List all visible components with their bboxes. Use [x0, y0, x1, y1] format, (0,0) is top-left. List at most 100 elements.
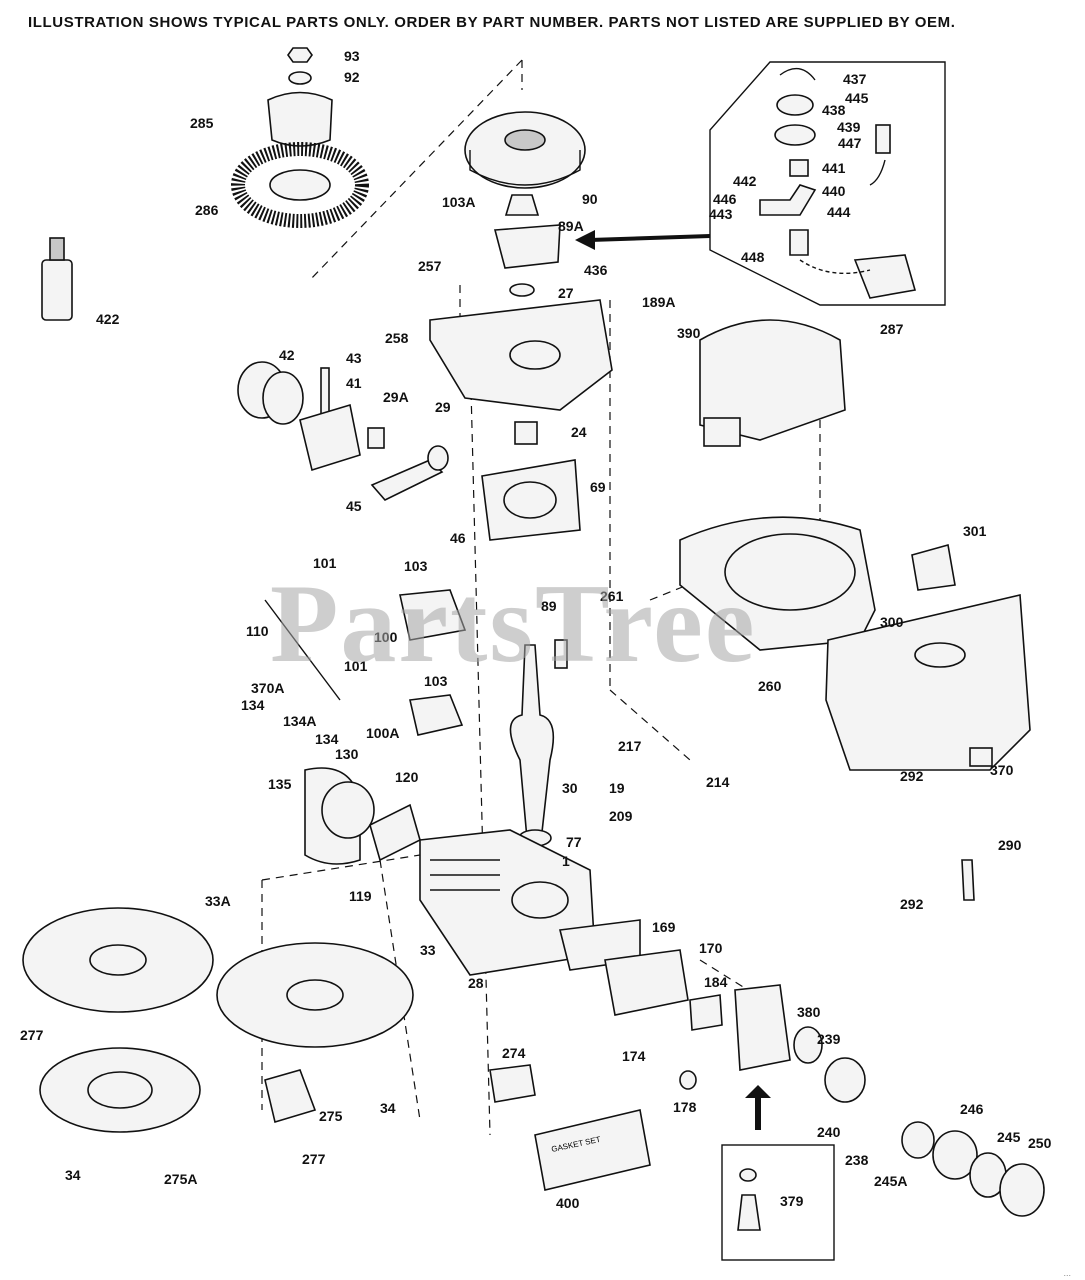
callout-label: 370 — [990, 762, 1014, 778]
callout-label: 42 — [279, 347, 295, 363]
callout-label: 24 — [571, 424, 587, 440]
callout-label: 33 — [420, 942, 436, 958]
callout-label: 19 — [609, 780, 625, 796]
callout-label: 41 — [346, 375, 362, 391]
callout-label: 134 — [241, 697, 265, 713]
callout-label: 436 — [584, 262, 608, 278]
callout-label: 380 — [797, 1004, 821, 1020]
callout-label: 370A — [251, 680, 284, 696]
callout-label: 285 — [190, 115, 214, 131]
callout-label: 274 — [502, 1045, 526, 1061]
inset-pointer-arrow — [575, 230, 711, 250]
callout-label: 290 — [998, 837, 1022, 853]
callout-label: 110 — [246, 623, 269, 639]
callout-label: 93 — [344, 48, 360, 64]
callout-label: 275 — [319, 1108, 343, 1124]
callout-label: 390 — [677, 325, 701, 341]
callout-label: 90 — [582, 191, 598, 207]
callout-label: 209 — [609, 808, 633, 824]
callout-label: 286 — [195, 202, 219, 218]
callout-label: 444 — [827, 204, 851, 220]
callout-label: 184 — [704, 974, 728, 990]
callout-label: 287 — [880, 321, 904, 337]
callout-label: 174 — [622, 1048, 646, 1064]
callout-label: 34 — [380, 1100, 396, 1116]
callout-label: 27 — [558, 285, 574, 301]
callout-label: 1 — [562, 853, 570, 869]
parts: GASKET SET — [22, 47, 1045, 1261]
callout-label: 130 — [335, 746, 359, 762]
callout-label: 446 — [713, 191, 737, 207]
watermark: PartsTree — [270, 562, 757, 686]
callout-label: 447 — [838, 135, 862, 151]
callout-label: 214 — [706, 774, 730, 790]
callout-label: 134 — [315, 731, 339, 747]
callout-label: 119 — [349, 888, 372, 904]
callout-label: 135 — [268, 776, 292, 792]
callout-label: 245A — [874, 1173, 907, 1189]
callout-label: 89 — [541, 598, 557, 614]
callout-label: 101 — [344, 658, 368, 674]
callout-label: 275A — [164, 1171, 197, 1187]
callout-label: 292 — [900, 768, 924, 784]
callout-label: 46 — [450, 530, 466, 546]
callout-label: 440 — [822, 183, 846, 199]
callout-label: 292 — [900, 896, 924, 912]
callout-label: 258 — [385, 330, 409, 346]
callout-label: 103 — [404, 558, 428, 574]
callout-label: 246 — [960, 1101, 984, 1117]
diagram-header: ILLUSTRATION SHOWS TYPICAL PARTS ONLY. O… — [28, 14, 956, 31]
callout-label: 439 — [837, 119, 861, 135]
callout-label: 100 — [374, 629, 398, 645]
callout-label: 100A — [366, 725, 399, 741]
callout-label: 422 — [96, 311, 120, 327]
callout-label: 101 — [313, 555, 337, 571]
callout-label: 448 — [741, 249, 765, 265]
callout-label: 217 — [618, 738, 642, 754]
callout-labels: 93 92 285 286 422 103A 89A 90 436 27 257… — [20, 48, 1052, 1211]
callout-label: 250 — [1028, 1135, 1052, 1151]
callout-label: 103A — [442, 194, 475, 210]
callout-label: 239 — [817, 1031, 841, 1047]
callout-label: 189A — [642, 294, 675, 310]
callout-label: 438 — [822, 102, 846, 118]
callout-label: 277 — [302, 1151, 326, 1167]
callout-label: 30 — [562, 780, 578, 796]
callout-label: 29A — [383, 389, 409, 405]
callout-label: 89A — [558, 218, 584, 234]
callout-label: 400 — [556, 1195, 580, 1211]
callout-label: 29 — [435, 399, 451, 415]
callout-label: 43 — [346, 350, 362, 366]
callout-label: 178 — [673, 1099, 697, 1115]
callout-label: 300 — [880, 614, 904, 630]
callout-label: 45 — [346, 498, 362, 514]
callout-label: 442 — [733, 173, 757, 189]
callout-label: 445 — [845, 90, 869, 106]
callout-label: 170 — [699, 940, 723, 956]
callout-label: 134A — [283, 713, 316, 729]
callout-label: 240 — [817, 1124, 841, 1140]
callout-label: 28 — [468, 975, 484, 991]
callout-label: 277 — [20, 1027, 44, 1043]
callout-label: 169 — [652, 919, 676, 935]
ignition-detail-inset — [709, 61, 946, 306]
callout-label: 120 — [395, 769, 419, 785]
callout-label: 443 — [709, 206, 733, 222]
callout-label: 33A — [205, 893, 231, 909]
callout-label: 301 — [963, 523, 987, 539]
callout-label: 69 — [590, 479, 606, 495]
callout-label: 103 — [424, 673, 448, 689]
callout-label: 245 — [997, 1129, 1021, 1145]
callout-label: 34 — [65, 1167, 81, 1183]
callout-label: 261 — [600, 588, 624, 604]
callout-label: 92 — [344, 69, 360, 85]
callout-label: 379 — [780, 1193, 804, 1209]
callout-label: 257 — [418, 258, 442, 274]
callout-label: 441 — [822, 160, 846, 176]
callout-label: 437 — [843, 71, 867, 87]
callout-label: 260 — [758, 678, 782, 694]
corner-text: ... — [1063, 1268, 1071, 1278]
callout-label: 77 — [566, 834, 582, 850]
callout-label: 238 — [845, 1152, 869, 1168]
